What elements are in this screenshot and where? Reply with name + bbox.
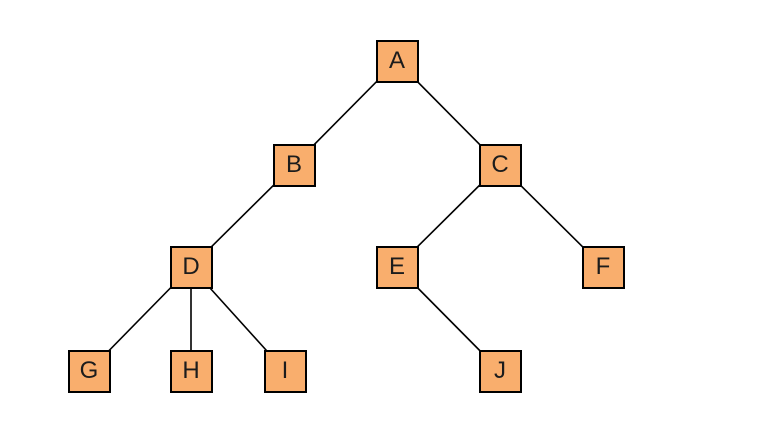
- tree-node-J: J: [478, 349, 522, 393]
- tree-node-G: G: [67, 349, 111, 393]
- tree-node-label: J: [494, 357, 506, 384]
- tree-node-label: E: [388, 253, 405, 280]
- tree-node-label: D: [182, 253, 200, 280]
- tree-node-label: A: [388, 47, 405, 74]
- tree-node-label: B: [285, 151, 302, 178]
- tree-node-I: I: [263, 349, 307, 393]
- tree-node-E: E: [375, 245, 419, 289]
- tree-node-F: F: [581, 245, 625, 289]
- tree-node-label: F: [595, 253, 611, 280]
- tree-node-label: H: [182, 357, 200, 384]
- tree-node-C: C: [478, 143, 522, 187]
- tree-node-H: H: [169, 349, 213, 393]
- tree-node-B: B: [272, 143, 316, 187]
- tree-node-label: I: [281, 357, 289, 384]
- tree-node-label: G: [79, 357, 99, 384]
- tree-node-A: A: [375, 39, 419, 83]
- tree-node-D: D: [169, 245, 213, 289]
- tree-node-label: C: [491, 151, 509, 178]
